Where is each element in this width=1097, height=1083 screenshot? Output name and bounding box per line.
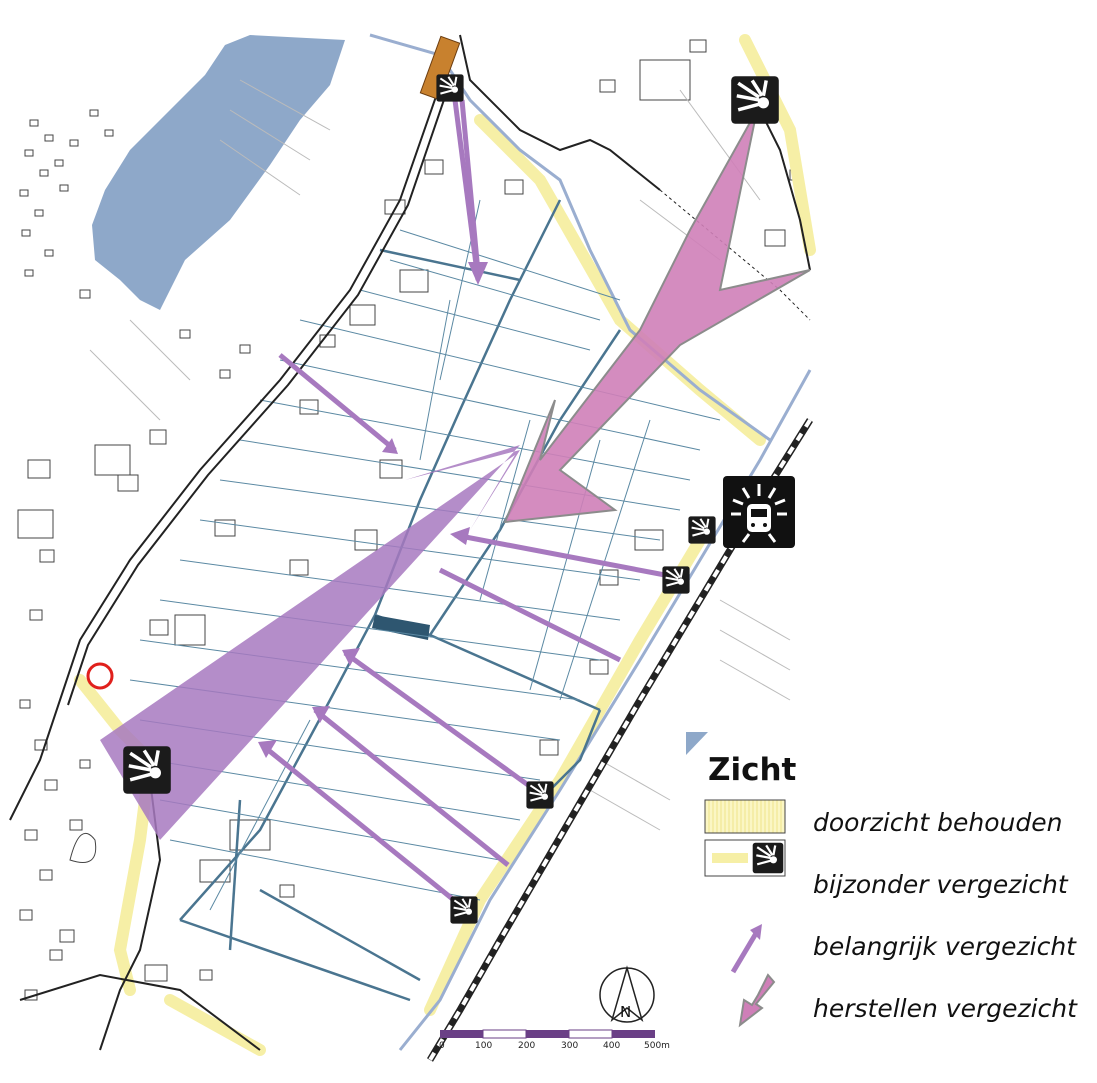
- scale-tick: 200: [518, 1041, 536, 1051]
- herstellen-arrow-north: [503, 109, 811, 524]
- legend-label-belangrijk: belangrijk vergezicht: [813, 932, 1076, 961]
- north-label: N: [620, 1003, 632, 1021]
- legend-corner-mark: [686, 732, 708, 755]
- scale-tick: 400: [603, 1041, 621, 1051]
- scale-tick: 100: [475, 1041, 493, 1051]
- legend-bijzonder-swatch: [704, 839, 786, 877]
- viewpoint-icon: [435, 73, 465, 103]
- legend-label-doorzicht: doorzicht behouden: [813, 808, 1063, 837]
- viewpoint-icon: [661, 565, 691, 595]
- farm-buildings: [144, 39, 803, 982]
- scale-tick: 0: [439, 1041, 445, 1051]
- lake: [92, 35, 345, 310]
- parcel-lines-thin: [129, 199, 721, 911]
- belangrijk-vergezicht-arrows: [100, 99, 666, 907]
- legend-label-herstellen: herstellen vergezicht: [813, 994, 1077, 1023]
- scale-tick: 300: [561, 1041, 579, 1051]
- legend-doorzicht-swatch: [704, 799, 786, 834]
- viewpoint-icon: [729, 74, 781, 126]
- station-platform: [419, 35, 461, 101]
- viewpoint-icon: [525, 780, 555, 810]
- legend-label-bijzonder: bijzonder vergezicht: [813, 870, 1068, 899]
- train-station-icon: [723, 476, 795, 548]
- legend-herstellen-arrow: [738, 973, 776, 1028]
- parcel-highlight: [372, 615, 430, 640]
- north-arrow-icon: [599, 965, 655, 1023]
- village-buildings: [17, 109, 251, 1001]
- scale-tick: 500m: [644, 1041, 670, 1051]
- field-lines-light: [89, 79, 791, 831]
- viewpoint-icon: [687, 515, 717, 545]
- viewpoint-icon: [449, 895, 479, 925]
- scale-bar: [440, 1029, 655, 1039]
- parcel-lines: [179, 199, 622, 1002]
- viewpoint-icon: [121, 744, 173, 796]
- herstellen-vergezicht-arrows: [503, 109, 811, 524]
- legend-title: Zicht: [708, 752, 797, 788]
- marker-circle-icon: [86, 662, 114, 690]
- legend-belangrijk-arrow: [730, 924, 762, 974]
